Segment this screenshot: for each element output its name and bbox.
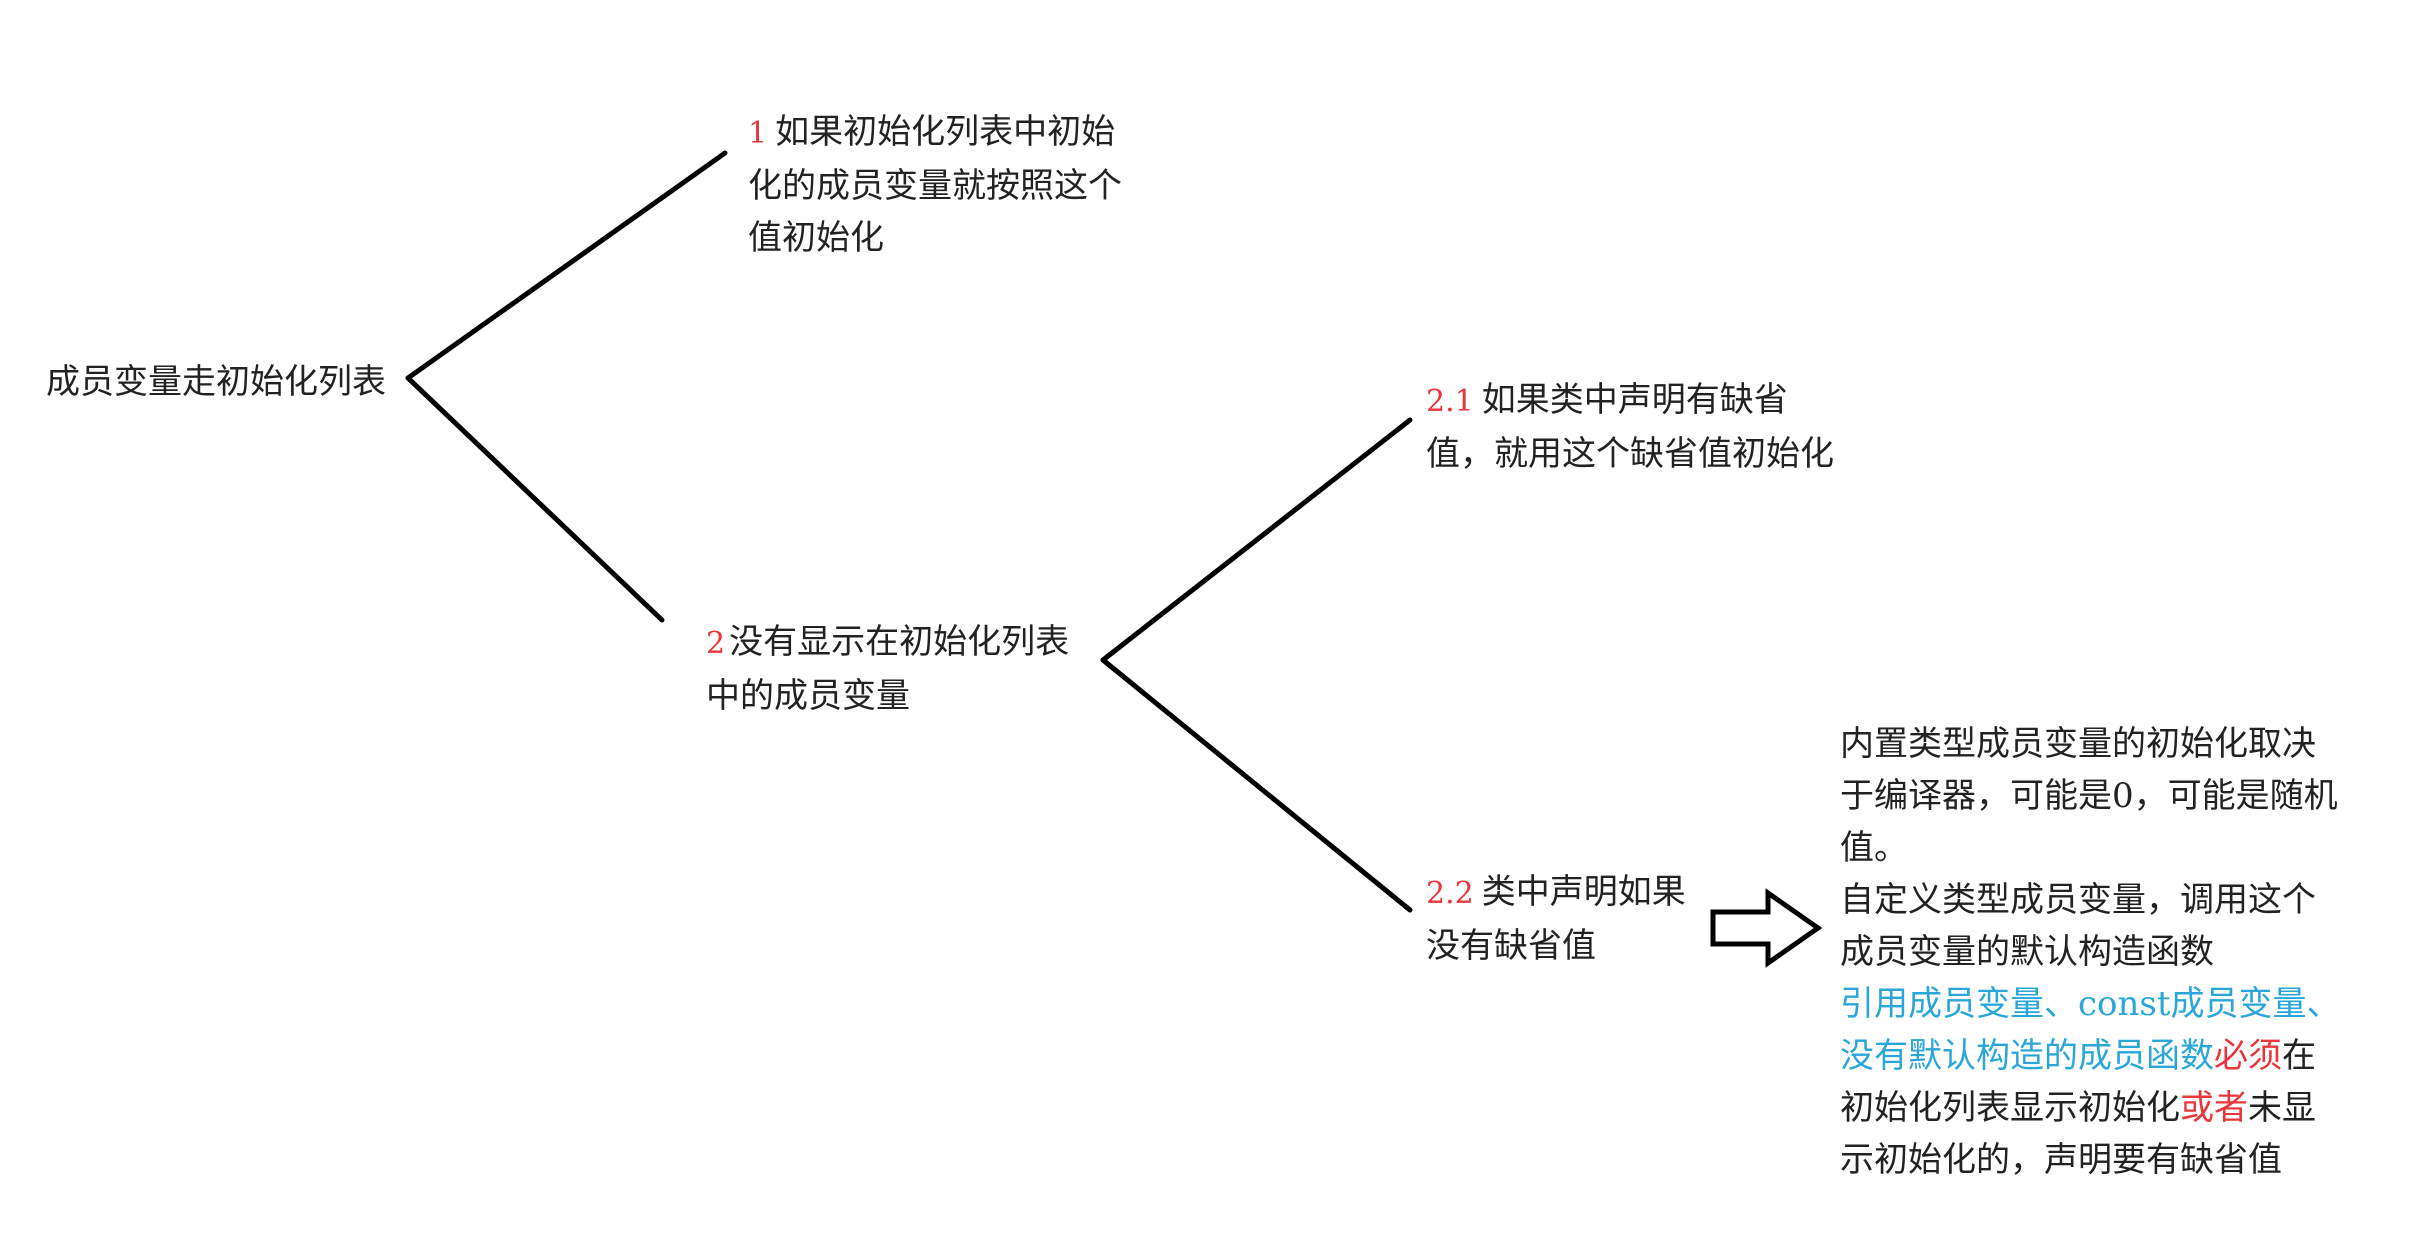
note-line-4: 自定义类型成员变量，调用这个 [1840,880,2316,920]
right-arrow-outline-icon [1710,888,1823,968]
note-block: 内置类型成员变量的初始化取决 于编译器，可能是0，可能是随机 值。 自定义类型成… [1840,718,2341,1186]
branch1-text-1: 如果初始化列表中初始 [775,112,1116,152]
connector-branch2-to-branch2-2 [1100,657,1413,913]
note-line-9: 示初始化的，声明要有缺省值 [1840,1140,2282,1180]
branch1-line2: 化的成员变量就按照这个 [748,166,1122,206]
branch2-2-line2: 没有缺省值 [1426,926,1596,966]
connector-root-to-branch1 [405,150,728,381]
branch2-line2: 中的成员变量 [706,676,910,716]
note-line-8-end: 未显 [2248,1088,2316,1128]
note-line-2: 于编译器，可能是0，可能是随机 [1840,776,2338,816]
branch2-1-number: 2.1 [1426,384,1474,419]
note-line-7: 没有默认构造的成员函数必须在 [1840,1030,2341,1082]
branch2-number: 2 [706,626,726,661]
branch2-2-text-1: 类中声明如果 [1481,872,1686,912]
note-line-7-highlight: 没有默认构造的成员函数 [1840,1036,2214,1076]
note-line-7-emphasis: 必须 [2214,1036,2282,1076]
root-node: 成员变量走初始化列表 [46,356,386,408]
note-line-8: 初始化列表显示初始化或者未显 [1840,1082,2341,1134]
note-line-1: 内置类型成员变量的初始化取决 [1840,724,2316,764]
root-label: 成员变量走初始化列表 [46,362,386,402]
branch2-1-text-1: 如果类中声明有缺省 [1481,380,1788,420]
note-line-8-start: 初始化列表显示初始化 [1840,1088,2180,1128]
branch1-number: 1 [748,116,768,151]
note-line-7-rest: 在 [2282,1036,2316,1076]
note-line-8-emphasis: 或者 [2180,1088,2248,1128]
note-line-5: 成员变量的默认构造函数 [1840,932,2214,972]
note-line-3: 值。 [1840,828,1908,868]
connector-root-to-branch2 [405,375,665,623]
branch1-line3: 值初始化 [748,218,884,258]
note-line-6: 引用成员变量、const成员变量、 [1840,984,2341,1024]
branch2-1-line2: 值，就用这个缺省值初始化 [1426,434,1834,474]
branch2-2-number: 2.2 [1426,876,1474,911]
connector-branch2-to-branch2-1 [1100,417,1413,663]
branch2-text-1: 没有显示在初始化列表 [729,622,1070,662]
